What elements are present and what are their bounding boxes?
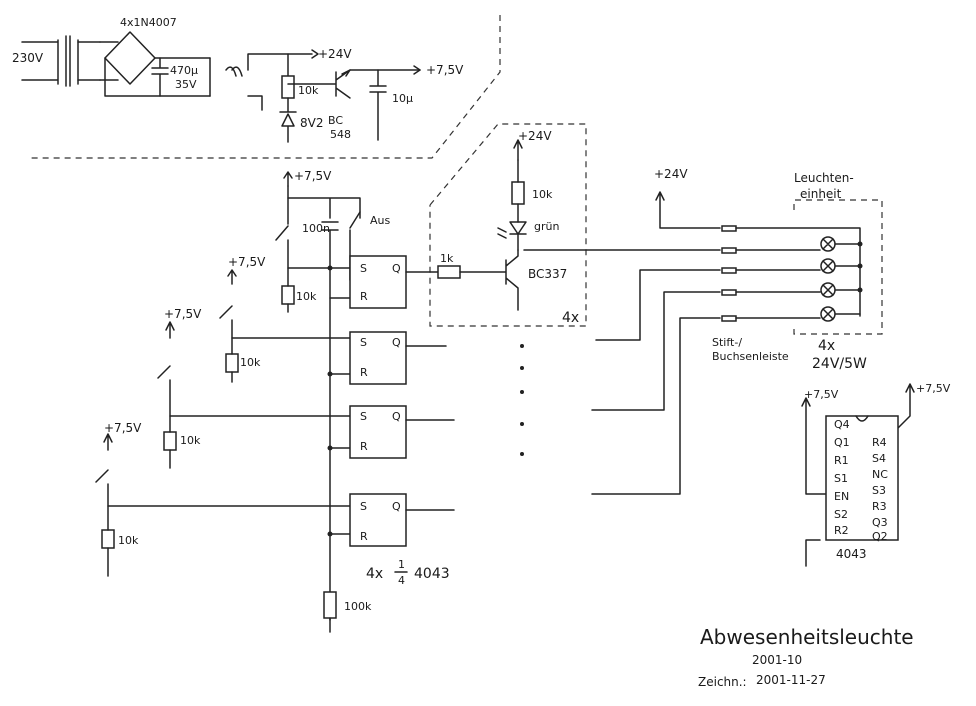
cap-main-label: 470µ — [170, 64, 198, 77]
flipflop-4: S R Q — [349, 493, 407, 547]
svg-text:10k: 10k — [296, 290, 317, 303]
driver-mult: 4x — [562, 310, 579, 326]
svg-text:R3: R3 — [872, 500, 887, 513]
flipflop-1: S R Q — [349, 255, 407, 309]
resistor-10k-b — [225, 353, 239, 373]
svg-text:10k: 10k — [180, 434, 201, 447]
rectifier-label: 4x1N4007 — [120, 16, 177, 29]
driver-section: +24V 10k grün 1k BC337 4x — [405, 123, 587, 456]
svg-text:4043: 4043 — [414, 566, 450, 582]
driver-24v: +24V — [518, 129, 552, 143]
vcc-label-1: +7,5V — [228, 255, 266, 269]
title-block: Abwesenheitsleuchte 2001-10 Zeichn.: 200… — [698, 625, 914, 689]
vcc-label-2: +7,5V — [164, 307, 202, 321]
lamp-title-2: einheit — [800, 187, 842, 201]
svg-text:R: R — [360, 290, 368, 303]
svg-text:NC: NC — [872, 468, 888, 481]
svg-text:10k: 10k — [532, 188, 553, 201]
resistor-10k-c — [163, 431, 177, 451]
svg-text:1: 1 — [398, 558, 405, 571]
svg-text:548: 548 — [330, 128, 351, 141]
mains-voltage-label: 230V — [12, 51, 44, 65]
svg-text:S2: S2 — [834, 508, 848, 521]
svg-text:S3: S3 — [872, 484, 886, 497]
cap-main-volt-label: 35V — [175, 78, 197, 91]
lamp-unit: +24V Leuchten- einheit Stift-/ Buchsenle… — [654, 167, 883, 372]
vcc-label-3: +7,5V — [104, 421, 142, 435]
svg-text:Q4: Q4 — [834, 418, 850, 431]
resistor-10k-a — [281, 285, 295, 305]
svg-text:Q: Q — [392, 500, 401, 513]
svg-text:Q1: Q1 — [834, 436, 850, 449]
pinout-vcc-left: +7,5V — [804, 388, 839, 401]
lamp-title-1: Leuchten- — [794, 171, 854, 185]
drawing-date: 2001-10 — [752, 653, 802, 667]
svg-text:Q: Q — [392, 410, 401, 423]
svg-text:R: R — [360, 530, 368, 543]
flipflop-2: S R Q — [349, 331, 407, 385]
svg-text:S: S — [360, 262, 367, 275]
driver-resistor-10k — [511, 181, 525, 205]
svg-text:Q3: Q3 — [872, 516, 888, 529]
main-rail-75v: +7,5V — [294, 169, 332, 183]
svg-text:S1: S1 — [834, 472, 848, 485]
svg-text:Q: Q — [392, 262, 401, 275]
aus-label: Aus — [370, 214, 390, 227]
svg-text:R1: R1 — [834, 454, 849, 467]
psu-bias-resistor — [281, 75, 295, 99]
input-section: +7,5V 100n Aus 10k +7,5V 10k +7,5V 10k +… — [95, 169, 390, 633]
psu-rail-75v: +7,5V — [426, 63, 464, 77]
chip-4043-label: 4x 1 4 4043 — [366, 558, 450, 587]
cap-100n-label: 100n — [302, 222, 330, 235]
drawn-date: 2001-11-27 — [756, 673, 826, 687]
svg-text:S: S — [360, 410, 367, 423]
svg-text:R: R — [360, 366, 368, 379]
svg-text:S: S — [360, 500, 367, 513]
svg-text:10k: 10k — [240, 356, 261, 369]
lamp-rating: 24V/5W — [812, 356, 867, 372]
svg-text:10k: 10k — [118, 534, 139, 547]
ic-body — [825, 415, 899, 541]
psu-rail-24v: +24V — [318, 47, 352, 61]
svg-text:Q2: Q2 — [872, 530, 888, 543]
power-supply-section: 230V 4x1N4007 470µ 35V +24V 10k 8V2 BC 5… — [12, 15, 501, 159]
psu-transistor-label: BC — [328, 114, 343, 127]
resistor-100k — [323, 591, 337, 619]
cap-out-label: 10µ — [392, 92, 413, 105]
svg-text:R: R — [360, 440, 368, 453]
connector-label-1: Stift-/ — [712, 336, 742, 349]
svg-text:R2: R2 — [834, 524, 849, 537]
svg-text:EN: EN — [834, 490, 849, 503]
svg-text:1k: 1k — [440, 252, 454, 265]
svg-text:100k: 100k — [344, 600, 372, 613]
ic-4043-pinout: +7,5V +7,5V Q4 Q1 R1 S1 EN S2 R2 R4 S4 N… — [801, 382, 951, 567]
lamp-count: 4x — [818, 338, 835, 354]
bridge-rectifier — [104, 31, 156, 85]
driver-transistor-label: BC337 — [528, 267, 567, 281]
svg-text:Q: Q — [392, 336, 401, 349]
drawn-label: Zeichn.: — [698, 675, 747, 689]
zener-label: 8V2 — [300, 116, 323, 130]
flipflop-3: S R Q — [349, 405, 407, 459]
svg-text:4: 4 — [398, 574, 405, 587]
resistor-10k-d — [101, 529, 115, 549]
led-symbol — [509, 221, 527, 251]
pinout-vcc-right: +7,5V — [916, 382, 951, 395]
drawing-title: Abwesenheitsleuchte — [700, 625, 914, 649]
led-label: grün — [534, 220, 559, 233]
svg-text:R4: R4 — [872, 436, 887, 449]
resistor-1k — [437, 265, 461, 279]
svg-text:S: S — [360, 336, 367, 349]
svg-text:10k: 10k — [298, 84, 319, 97]
connector-label-2: Buchsenleiste — [712, 350, 789, 363]
pinout-chip-name: 4043 — [836, 547, 867, 561]
lamp-24v: +24V — [654, 167, 688, 181]
svg-text:S4: S4 — [872, 452, 886, 465]
svg-text:4x: 4x — [366, 566, 383, 582]
